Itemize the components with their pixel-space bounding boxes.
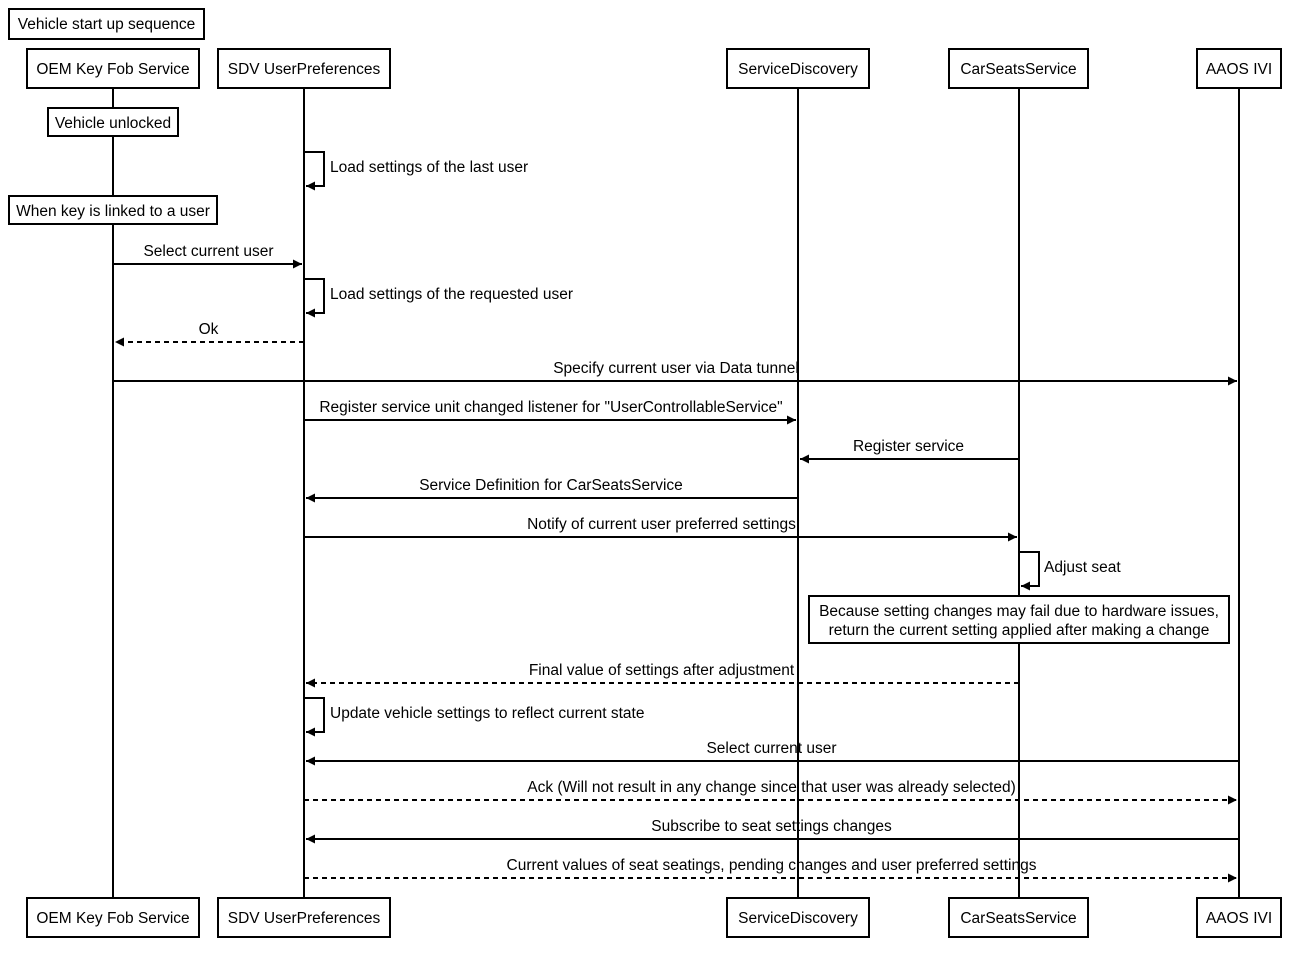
participant-label: ServiceDiscovery	[738, 61, 858, 78]
message-register-listener: Register service unit changed listener f…	[304, 399, 796, 425]
note-setting-changes-may-fail: Because setting changes may fail due to …	[808, 595, 1230, 644]
participant-label: CarSeatsService	[960, 61, 1076, 78]
diagram-title-text: Vehicle start up sequence	[18, 16, 196, 33]
participant-label: SDV UserPreferences	[228, 61, 381, 78]
message-load-settings-last-user: Load settings of the last user	[304, 151, 528, 191]
note-text: return the current setting applied after…	[829, 622, 1210, 639]
message-adjust-seat: Adjust seat	[1019, 551, 1121, 591]
message-label: Register service unit changed listener f…	[319, 399, 782, 416]
message-load-settings-requested-user: Load settings of the requested user	[304, 278, 573, 318]
message-specify-current-user-data-tunnel: Specify current user via Data tunnel	[113, 360, 1237, 386]
participant-label: AAOS IVI	[1206, 910, 1272, 927]
participant-oem-key-fob-service-top: OEM Key Fob Service	[26, 48, 200, 89]
participant-sdv-user-preferences-bottom: SDV UserPreferences	[217, 897, 391, 938]
message-label: Select current user	[143, 243, 273, 260]
participant-label: OEM Key Fob Service	[36, 910, 189, 927]
message-label: Final value of settings after adjustment	[529, 662, 795, 679]
participant-label: ServiceDiscovery	[738, 910, 858, 927]
participant-car-seats-service-bottom: CarSeatsService	[948, 897, 1089, 938]
participant-aaos-ivi-top: AAOS IVI	[1196, 48, 1282, 89]
message-label: Ok	[199, 321, 219, 338]
message-ok-reply: Ok	[115, 321, 304, 347]
message-label: Current values of seat seatings, pending…	[507, 857, 1037, 874]
note-key-linked-to-user: When key is linked to a user	[8, 195, 218, 225]
participant-label: OEM Key Fob Service	[36, 61, 189, 78]
message-notify-preferred-settings: Notify of current user preferred setting…	[304, 516, 1017, 542]
participant-sdv-user-preferences-top: SDV UserPreferences	[217, 48, 391, 89]
participant-label: CarSeatsService	[960, 910, 1076, 927]
participant-label: AAOS IVI	[1206, 61, 1272, 78]
participant-aaos-ivi-bottom: AAOS IVI	[1196, 897, 1282, 938]
message-label: Specify current user via Data tunnel	[553, 360, 799, 377]
message-label: Subscribe to seat settings changes	[651, 818, 892, 835]
message-label: Ack (Will not result in any change since…	[527, 779, 1015, 796]
note-text: When key is linked to a user	[16, 203, 210, 220]
participant-service-discovery-bottom: ServiceDiscovery	[726, 897, 870, 938]
message-final-value-settings: Final value of settings after adjustment	[306, 662, 1019, 688]
participant-car-seats-service-top: CarSeatsService	[948, 48, 1089, 89]
note-text: Vehicle unlocked	[55, 115, 171, 132]
note-vehicle-unlocked: Vehicle unlocked	[47, 107, 179, 137]
diagram-title: Vehicle start up sequence	[8, 8, 205, 40]
participant-label: SDV UserPreferences	[228, 910, 381, 927]
message-register-service: Register service	[800, 438, 1019, 464]
message-service-definition: Service Definition for CarSeatsService	[306, 477, 798, 503]
message-label: Load settings of the last user	[330, 159, 528, 176]
message-label: Update vehicle settings to reflect curre…	[330, 705, 644, 722]
message-label: Register service	[853, 438, 964, 455]
message-select-current-user-ivi: Select current user	[306, 740, 1239, 766]
note-text: Because setting changes may fail due to …	[819, 603, 1219, 620]
message-label: Service Definition for CarSeatsService	[419, 477, 683, 494]
message-ack: Ack (Will not result in any change since…	[304, 779, 1237, 805]
message-subscribe-seat-settings: Subscribe to seat settings changes	[306, 818, 1239, 844]
participant-service-discovery-top: ServiceDiscovery	[726, 48, 870, 89]
participant-oem-key-fob-service-bottom: OEM Key Fob Service	[26, 897, 200, 938]
message-current-values: Current values of seat seatings, pending…	[304, 857, 1237, 883]
message-label: Load settings of the requested user	[330, 286, 573, 303]
message-update-vehicle-settings: Update vehicle settings to reflect curre…	[304, 697, 644, 737]
message-label: Notify of current user preferred setting…	[527, 516, 796, 533]
message-select-current-user-oem: Select current user	[113, 243, 302, 269]
message-label: Select current user	[706, 740, 836, 757]
message-label: Adjust seat	[1044, 559, 1121, 576]
